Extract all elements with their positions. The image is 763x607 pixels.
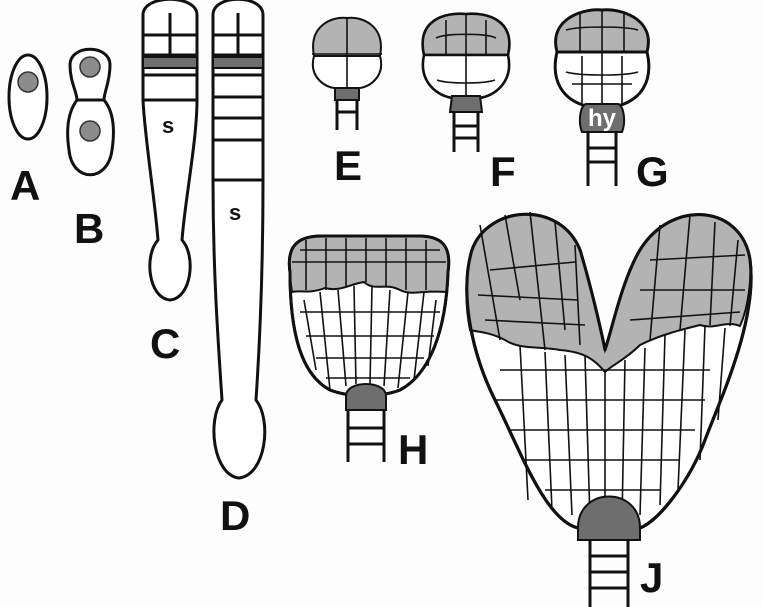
stage-e xyxy=(312,18,382,130)
panel-label-h: H xyxy=(398,426,428,473)
panel-label-a: A xyxy=(10,162,40,209)
stage-g: hy xyxy=(555,10,649,186)
hypophysis-cell xyxy=(346,384,386,410)
suspensor-label: s xyxy=(229,200,241,225)
nucleus xyxy=(80,121,100,141)
stage-f xyxy=(423,14,510,152)
panel-label-b: B xyxy=(74,205,104,252)
stage-b-two-cell xyxy=(68,49,114,175)
stage-a-zygote xyxy=(9,55,47,139)
hypophysis-cell xyxy=(143,57,197,68)
nucleus xyxy=(18,72,38,92)
panel-label-g: G xyxy=(636,148,669,195)
nucleus xyxy=(80,57,100,77)
panel-label-j: J xyxy=(640,554,663,601)
hypophysis-cell xyxy=(213,57,263,68)
hypophysis-label: hy xyxy=(588,105,617,132)
stage-j xyxy=(466,212,751,607)
panel-label-c: C xyxy=(150,320,180,367)
suspensor-label: s xyxy=(162,113,174,138)
panel-label-d: D xyxy=(220,492,250,539)
stage-d: s xyxy=(213,0,265,478)
panel-label-e: E xyxy=(334,142,362,189)
panel-label-f: F xyxy=(490,148,516,195)
stage-c: s xyxy=(143,0,197,300)
